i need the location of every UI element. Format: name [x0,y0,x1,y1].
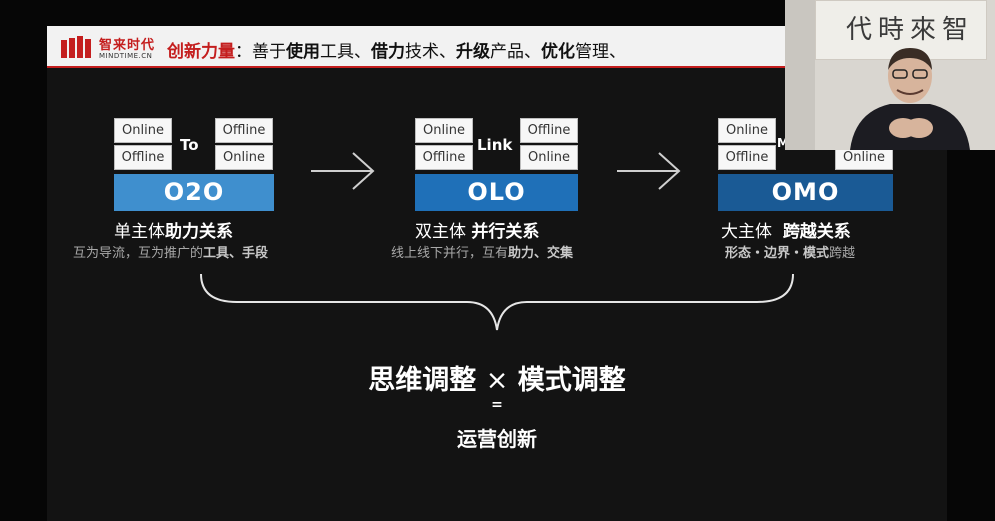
model-subtitle: 互为导流，互为推广的工具、手段 [73,246,269,261]
formula-equals: = [491,397,503,413]
calligraphy-text: 代時來智 [846,15,975,45]
title-part: 借力 [371,42,405,62]
model-bar: O2O [114,174,274,211]
title-part: 工具、 [320,42,371,62]
connector-label: Link [477,136,513,154]
cell-online: Online [718,118,776,143]
cell-offline: Offline [520,118,578,143]
formula-main: 思维调整 × 模式调整 [368,365,626,396]
formula-result: 运营创新 [457,427,537,451]
cell-offline: Offline [415,145,473,170]
webcam-feed: 代時來智 [785,0,995,150]
title-part: 产品、 [490,42,541,62]
model-subtitle: 线上线下并行，互有助力、交集 [391,246,574,261]
title-part: 升级 [456,42,490,62]
title-part: ：善于 [235,42,286,62]
speaker-avatar [850,48,970,150]
title-part: 使用 [286,42,320,62]
cell-online: Online [114,118,172,143]
model-bar: OLO [415,174,578,211]
cell-offline: Offline [114,145,172,170]
logo-domain: MINDTIME.CN [99,52,153,60]
curly-brace-icon [200,273,794,331]
title-part: 技术、 [405,42,456,62]
cell-offline: Offline [718,145,776,170]
cell-offline: Offline [215,118,273,143]
connector-label: To [180,136,199,154]
arrow-right-icon [311,152,375,190]
title-part: 管理、 [575,42,626,62]
page-title: 创新力量：善于使用工具、借力技术、升级产品、优化管理、 [167,37,626,62]
arrow-right-icon [617,152,681,190]
model-subtitle: 形态・边界・模式跨越 [725,246,856,261]
model-title: 单主体助力关系 [114,222,233,242]
cell-online: Online [215,145,273,170]
title-strong: 创新力量 [167,42,235,62]
cell-online: Online [415,118,473,143]
model-title: 大主体 跨越关系 [721,222,851,242]
title-part: 优化 [541,42,575,62]
mindtime-logo-icon [61,36,91,58]
cell-online: Online [520,145,578,170]
model-bar: OMO [718,174,893,211]
logo-text: 智来时代 [99,38,156,53]
model-title: 双主体 并行关系 [415,222,540,242]
